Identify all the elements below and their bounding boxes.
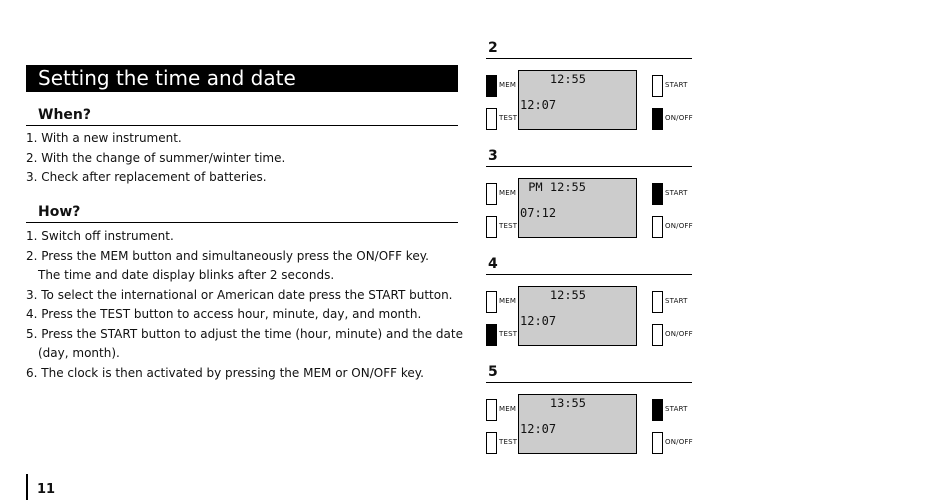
page-title: Setting the time and date bbox=[38, 66, 296, 90]
list-item: 5. Press the START button to adjust the … bbox=[26, 326, 463, 341]
lcd-display: 12:55 12:07 bbox=[518, 70, 637, 130]
onoff-button bbox=[652, 216, 663, 238]
mem-button bbox=[486, 291, 497, 313]
page-number: 11 bbox=[37, 482, 56, 497]
onoff-button bbox=[652, 108, 663, 130]
mem-label: MEM bbox=[499, 297, 517, 305]
step-number: 5 bbox=[488, 364, 498, 380]
start-button bbox=[652, 183, 663, 205]
test-button bbox=[486, 432, 497, 454]
step-rule bbox=[486, 382, 692, 383]
list-item: 1. With a new instrument. bbox=[26, 131, 182, 145]
start-label: START bbox=[665, 405, 688, 413]
step-number: 3 bbox=[488, 148, 498, 164]
onoff-button bbox=[652, 432, 663, 454]
lcd-bottom-line: 07:12 bbox=[520, 206, 557, 220]
onoff-button bbox=[652, 324, 663, 346]
mem-label: MEM bbox=[499, 81, 517, 89]
lcd-display: 13:55 12:07 bbox=[518, 394, 637, 454]
start-button bbox=[652, 291, 663, 313]
onoff-label: ON/OFF bbox=[665, 222, 693, 230]
test-button bbox=[486, 324, 497, 346]
page-title-bar: Setting the time and date bbox=[26, 65, 458, 92]
how-list: 1. Switch off instrument. 2. Press the M… bbox=[26, 227, 463, 383]
test-button bbox=[486, 216, 497, 238]
lcd-bottom-line: 12:07 bbox=[520, 422, 557, 436]
mem-label: MEM bbox=[499, 405, 517, 413]
lcd-top-line: 13:55 bbox=[549, 396, 586, 410]
step-5-diagram: 5 MEM TEST 13:55 12:07 START ON/OFF bbox=[486, 364, 693, 464]
list-item: (day, month). bbox=[38, 346, 120, 360]
lcd-display: 12:55 12:07 bbox=[518, 286, 637, 346]
list-item: 3. Check after replacement of batteries. bbox=[26, 170, 267, 184]
onoff-label: ON/OFF bbox=[665, 114, 693, 122]
when-heading: When? bbox=[38, 107, 91, 123]
lcd-top-line: PM 12:55 bbox=[528, 180, 586, 194]
start-label: START bbox=[665, 297, 688, 305]
start-label: START bbox=[665, 81, 688, 89]
test-label: TEST bbox=[499, 222, 518, 230]
lcd-display: PM 12:55 07:12 bbox=[518, 178, 637, 238]
step-rule bbox=[486, 58, 692, 59]
start-label: START bbox=[665, 189, 688, 197]
onoff-label: ON/OFF bbox=[665, 438, 693, 446]
list-item: 3. To select the international or Americ… bbox=[26, 287, 453, 302]
test-label: TEST bbox=[499, 114, 518, 122]
list-item: 2. With the change of summer/winter time… bbox=[26, 150, 286, 165]
step-3-diagram: 3 MEM TEST PM 12:55 07:12 START ON/OFF bbox=[486, 148, 693, 248]
when-rule bbox=[26, 125, 458, 126]
list-item: The time and date display blinks after 2… bbox=[38, 268, 335, 282]
lcd-top-line: 12:55 bbox=[549, 72, 586, 86]
list-item: 2. Press the MEM button and simultaneous… bbox=[26, 248, 429, 263]
mem-button bbox=[486, 183, 497, 205]
test-button bbox=[486, 108, 497, 130]
step-number: 2 bbox=[488, 40, 498, 56]
step-rule bbox=[486, 274, 692, 275]
how-heading: How? bbox=[38, 204, 81, 220]
start-button bbox=[652, 399, 663, 421]
how-rule bbox=[26, 222, 458, 223]
start-button bbox=[652, 75, 663, 97]
step-rule bbox=[486, 166, 692, 167]
onoff-label: ON/OFF bbox=[665, 330, 693, 338]
list-item: 1. Switch off instrument. bbox=[26, 229, 174, 243]
lcd-bottom-line: 12:07 bbox=[520, 98, 557, 112]
page-number-bar bbox=[26, 474, 28, 500]
step-number: 4 bbox=[488, 256, 498, 272]
test-label: TEST bbox=[499, 438, 518, 446]
lcd-bottom-line: 12:07 bbox=[520, 314, 557, 328]
test-label: TEST bbox=[499, 330, 518, 338]
mem-label: MEM bbox=[499, 189, 517, 197]
mem-button bbox=[486, 75, 497, 97]
list-item: 6. The clock is then activated by pressi… bbox=[26, 365, 424, 380]
step-4-diagram: 4 MEM TEST 12:55 12:07 START ON/OFF bbox=[486, 256, 693, 356]
when-list: 1. With a new instrument. 2. With the ch… bbox=[26, 129, 285, 188]
lcd-top-line: 12:55 bbox=[549, 288, 586, 302]
mem-button bbox=[486, 399, 497, 421]
step-2-diagram: 2 MEM TEST 12:55 12:07 START ON/OFF bbox=[486, 40, 693, 140]
list-item: 4. Press the TEST button to access hour,… bbox=[26, 307, 422, 321]
